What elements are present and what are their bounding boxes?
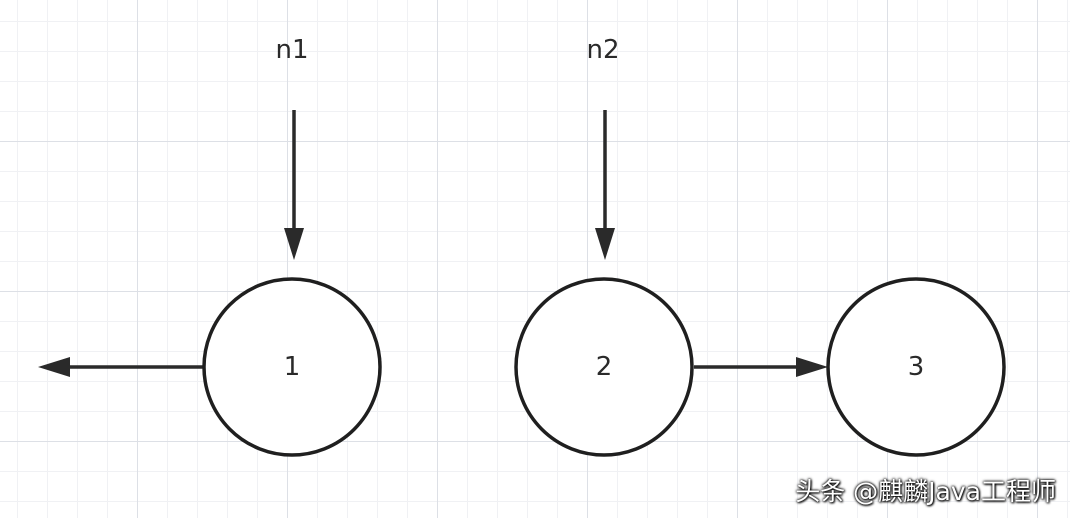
- node-3-label: 3: [908, 352, 925, 382]
- pointer-arrow-n2-head: [595, 228, 615, 260]
- pointer-label-n2: n2: [586, 35, 619, 65]
- watermark-text: 头条 @麒麟Java工程师: [795, 477, 1056, 506]
- node-2-circle: [514, 277, 694, 457]
- node-1: 1: [202, 277, 382, 457]
- node-1-circle: [202, 277, 382, 457]
- node-2-label: 2: [596, 352, 613, 382]
- edge-node1-left-head: [38, 357, 70, 377]
- node-3: 3: [826, 277, 1006, 457]
- pointer-arrow-n1-head: [284, 228, 304, 260]
- edge-node2-node3-head: [796, 357, 828, 377]
- node-2: 2: [514, 277, 694, 457]
- pointer-label-n1: n1: [275, 35, 308, 65]
- node-3-circle: [826, 277, 1006, 457]
- node-1-label: 1: [284, 352, 301, 382]
